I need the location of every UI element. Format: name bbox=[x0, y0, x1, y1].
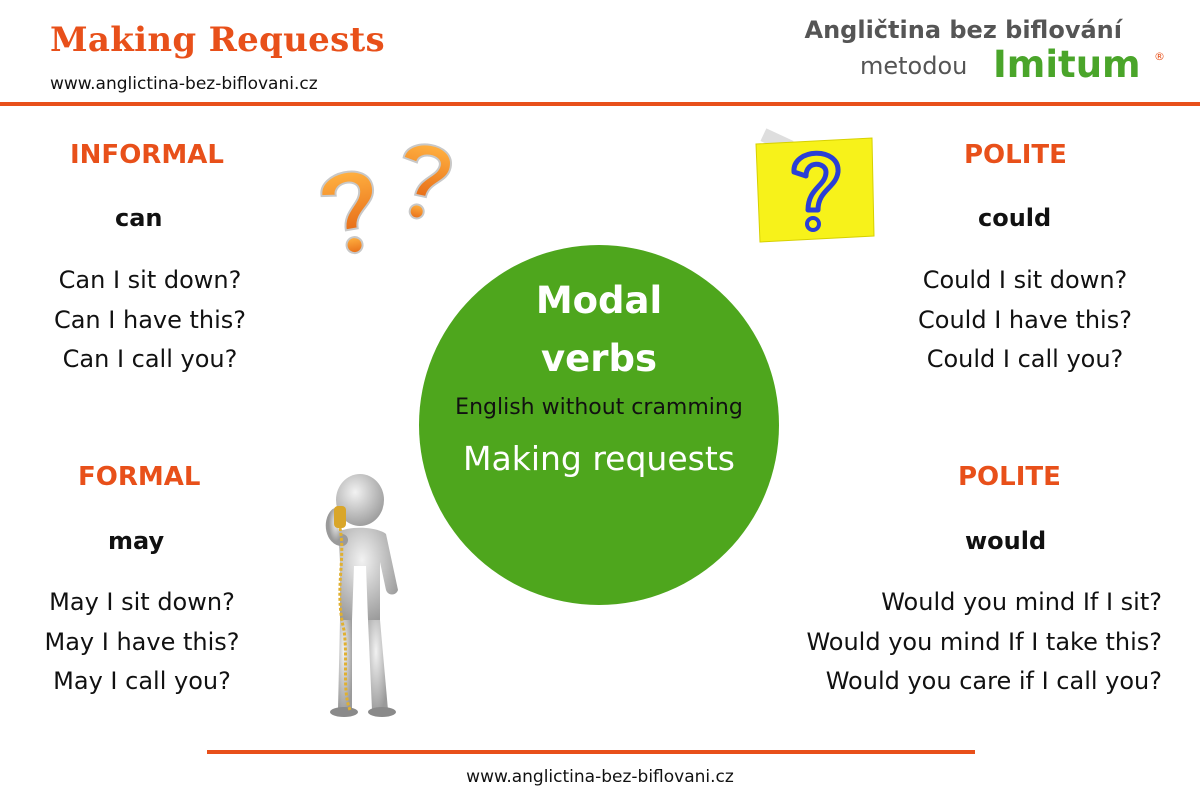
example-line: May I sit down? bbox=[49, 588, 235, 616]
brand-tagline: Angličtina bez biflování bbox=[804, 16, 1122, 44]
polite-would-examples: Would you mind If I sit? Would you mind … bbox=[740, 583, 1162, 702]
informal-heading: INFORMAL bbox=[70, 140, 224, 170]
example-line: May I call you? bbox=[53, 667, 231, 695]
example-line: Can I have this? bbox=[53, 305, 247, 334]
example-line: Would you care if I call you? bbox=[825, 667, 1162, 695]
brand-logo-imitum: Imitum bbox=[993, 43, 1141, 86]
formal-heading: FORMAL bbox=[78, 462, 201, 492]
example-line: Would you mind If I take this? bbox=[806, 627, 1162, 656]
brand-method-label: metodou bbox=[860, 52, 968, 80]
circle-title-line1: Modal bbox=[535, 279, 663, 322]
polite-could-examples: Could I sit down? Could I have this? Cou… bbox=[890, 261, 1160, 380]
example-line: Could I have this? bbox=[918, 305, 1132, 334]
question-marks-icon bbox=[320, 143, 452, 255]
person-on-phone-icon bbox=[325, 474, 398, 717]
informal-examples: Can I sit down? Can I have this? Can I c… bbox=[30, 261, 270, 380]
header-divider bbox=[0, 102, 1200, 106]
polite-modal-would: would bbox=[965, 527, 1047, 555]
example-line: Would you mind If I sit? bbox=[881, 588, 1162, 616]
sticky-note-question-icon bbox=[755, 128, 875, 243]
circle-title-line2: verbs bbox=[541, 337, 657, 380]
polite-modal-could: could bbox=[978, 204, 1052, 232]
polite-could-heading: POLITE bbox=[964, 140, 1067, 170]
modal-verbs-circle: Modal verbs English without cramming Mak… bbox=[419, 245, 779, 605]
example-line: May I have this? bbox=[44, 627, 240, 656]
example-line: Can I call you? bbox=[62, 345, 238, 373]
polite-would-heading: POLITE bbox=[958, 462, 1061, 492]
example-line: Could I sit down? bbox=[922, 266, 1128, 294]
website-url-top: www.anglictina-bez-biflovani.cz bbox=[50, 74, 318, 94]
page-title: Making Requests bbox=[50, 20, 385, 60]
informal-modal-can: can bbox=[115, 204, 163, 232]
circle-subtitle: English without cramming bbox=[455, 395, 743, 420]
circle-topic: Making requests bbox=[463, 439, 735, 478]
formal-modal-may: may bbox=[108, 527, 165, 555]
formal-examples: May I sit down? May I have this? May I c… bbox=[22, 583, 262, 702]
example-line: Could I call you? bbox=[926, 345, 1124, 373]
footer-divider bbox=[207, 750, 975, 754]
registered-mark: ® bbox=[1154, 50, 1165, 63]
example-line: Can I sit down? bbox=[58, 266, 242, 294]
website-url-bottom: www.anglictina-bez-biflovani.cz bbox=[466, 767, 734, 787]
